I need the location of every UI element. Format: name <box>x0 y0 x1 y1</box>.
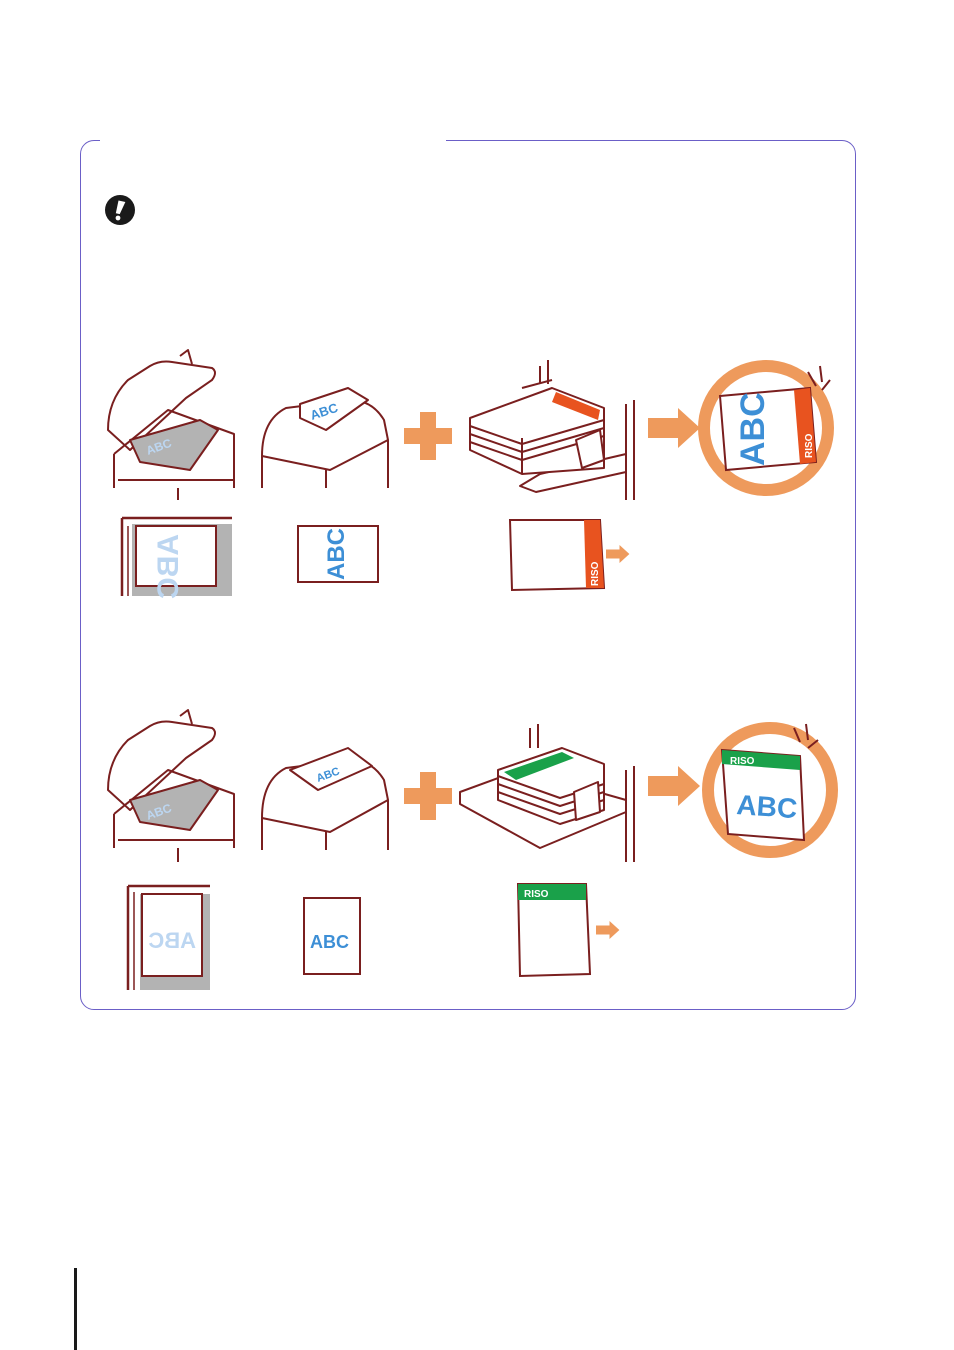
sample-text-adf-top: ABC <box>323 528 350 580</box>
envelope-top-view <box>510 520 629 590</box>
sample-text-result: ABC <box>734 392 772 466</box>
riso-label-top-2: RISO <box>524 889 549 900</box>
result-arrow-icon-2 <box>648 766 700 806</box>
plus-icon <box>404 412 452 460</box>
envelope-tray-illustration-2 <box>460 724 634 862</box>
row-portrait: ABC ABC <box>108 350 830 599</box>
sample-text-mirrored-2: ABC <box>148 928 196 953</box>
plus-icon-2 <box>404 772 452 820</box>
row-landscape: ABC ABC A <box>108 710 832 990</box>
adf-scanner-illustration-2 <box>262 748 388 850</box>
riso-label-top: RISO <box>590 561 601 586</box>
page-edge-bar <box>74 1268 77 1350</box>
envelope-tray-illustration <box>470 360 634 500</box>
riso-label-result: RISO <box>804 433 815 458</box>
result-badge-2 <box>708 724 832 852</box>
riso-label-result-2: RISO <box>730 756 755 767</box>
sample-text-adf-top-2: ABC <box>310 932 349 952</box>
scanner-glass-illustration <box>108 350 234 500</box>
sample-text-result-2: ABC <box>736 789 799 824</box>
sample-text-mirrored: ABC <box>152 534 185 599</box>
result-arrow-icon <box>648 408 700 448</box>
scanner-glass-illustration-2 <box>108 710 234 862</box>
